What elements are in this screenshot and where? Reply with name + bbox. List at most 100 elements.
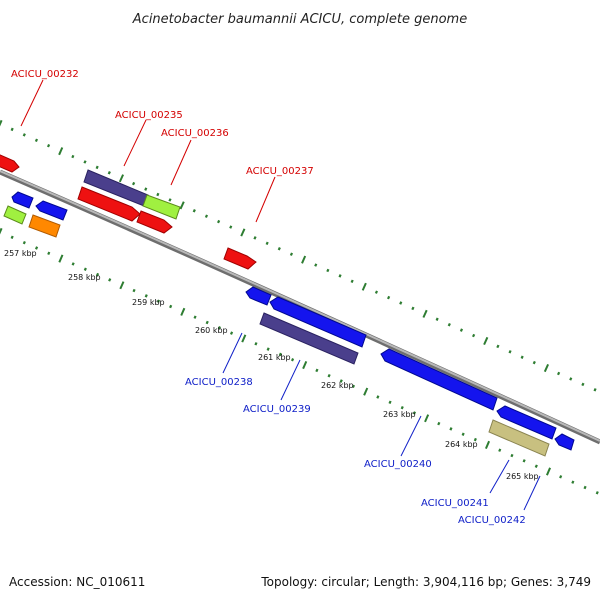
gene-feature-blue[interactable]: [35, 200, 68, 221]
major-tick: [301, 255, 307, 264]
minor-tick: [595, 491, 599, 495]
scale-label: 262 kbp: [321, 381, 354, 390]
minor-tick: [22, 240, 26, 245]
gene-feature-red[interactable]: [136, 210, 173, 234]
minor-tick: [156, 192, 160, 197]
genome-summary-text: Topology: circular; Length: 3,904,116 bp…: [260, 575, 591, 589]
gene-feature-red[interactable]: [77, 186, 141, 222]
minor-tick: [205, 320, 209, 325]
minor-tick: [350, 279, 354, 284]
forward-gene-labels: ACICU_00232 ACICU_00235 ACICU_00236 ACIC…: [11, 69, 314, 223]
minor-tick: [571, 480, 575, 484]
minor-tick: [46, 143, 51, 148]
scale-label: 260 kbp: [195, 326, 228, 335]
minor-tick: [266, 347, 270, 351]
minor-tick: [399, 301, 403, 305]
major-tick: [545, 467, 552, 476]
scale-label: 265 kbp: [506, 472, 539, 481]
minor-tick: [132, 181, 136, 186]
minor-tick: [217, 219, 221, 224]
minor-tick: [47, 251, 51, 256]
minor-tick: [289, 252, 294, 256]
gene-feature-red[interactable]: [223, 247, 257, 270]
gene-label-reverse[interactable]: ACICU_00242: [458, 515, 526, 526]
gene-label-reverse[interactable]: ACICU_00240: [364, 459, 432, 470]
gene-feature-khaki[interactable]: [488, 419, 550, 457]
minor-tick: [338, 274, 342, 278]
scale-label: 259 kbp: [132, 298, 165, 307]
gene-feature-purple[interactable]: [259, 312, 359, 365]
major-tick: [241, 334, 247, 343]
minor-tick: [144, 187, 148, 191]
gene-label-reverse[interactable]: ACICU_00238: [185, 377, 253, 388]
minor-tick: [107, 171, 111, 175]
gene-feature-blue[interactable]: [380, 348, 498, 411]
minor-tick: [569, 377, 573, 381]
minor-tick: [144, 294, 148, 298]
minor-tick: [169, 304, 173, 309]
minor-tick: [83, 267, 87, 271]
gene-feature-blue[interactable]: [11, 191, 34, 209]
minor-tick: [559, 475, 563, 479]
minor-tick: [387, 295, 391, 300]
major-tick: [119, 281, 125, 290]
major-tick: [58, 254, 64, 263]
forward-features: [0, 154, 257, 270]
gene-feature-orange[interactable]: [28, 214, 61, 238]
minor-tick: [71, 154, 75, 159]
scale-labels: 257 kbp 258 kbp 259 kbp 260 kbp 261 kbp …: [4, 249, 539, 481]
minor-tick: [108, 278, 112, 282]
gene-feature-blue[interactable]: [554, 433, 575, 451]
gene-feature-lime[interactable]: [3, 205, 27, 225]
gene-feature-blue[interactable]: [245, 286, 272, 306]
minor-tick: [508, 350, 512, 354]
gene-label-forward[interactable]: ACICU_00232: [11, 69, 79, 80]
gene-feature-lime[interactable]: [142, 194, 181, 220]
minor-tick: [411, 306, 415, 311]
minor-tick: [339, 379, 343, 383]
map-title: Acinetobacter baumannii ACICU, complete …: [132, 12, 467, 27]
gene-label-reverse[interactable]: ACICU_00239: [243, 404, 311, 415]
gene-feature-blue[interactable]: [496, 405, 557, 440]
major-tick: [363, 387, 369, 396]
gene-feature-blue[interactable]: [269, 296, 367, 348]
minor-tick: [400, 405, 404, 410]
minor-tick: [83, 160, 87, 164]
minor-tick: [326, 268, 330, 273]
minor-tick: [34, 246, 39, 250]
scale-label: 257 kbp: [4, 249, 37, 258]
minor-tick: [265, 241, 269, 246]
gene-label-forward[interactable]: ACICU_00236: [161, 128, 229, 139]
major-tick: [483, 336, 489, 346]
minor-tick: [388, 400, 392, 405]
major-tick: [118, 174, 125, 183]
minor-tick: [449, 427, 453, 431]
minor-tick: [277, 247, 281, 251]
major-tick: [240, 228, 246, 237]
major-tick: [58, 147, 64, 156]
outer-tick-track: [0, 119, 597, 392]
major-tick: [302, 360, 308, 370]
major-tick: [0, 227, 3, 235]
minor-tick: [437, 421, 441, 426]
minor-tick: [22, 133, 26, 137]
reverse-features: [3, 191, 575, 457]
minor-tick: [253, 236, 257, 240]
major-tick: [484, 440, 491, 449]
major-tick: [361, 282, 367, 291]
gene-label-forward[interactable]: ACICU_00235: [115, 110, 183, 121]
minor-tick: [34, 138, 39, 143]
reverse-gene-labels: ACICU_00238 ACICU_00239 ACICU_00240 ACIC…: [185, 332, 541, 526]
minor-tick: [278, 352, 282, 357]
gene-label-forward[interactable]: ACICU_00237: [246, 166, 314, 177]
minor-tick: [132, 288, 136, 293]
minor-tick: [290, 358, 295, 362]
gene-label-reverse[interactable]: ACICU_00241: [421, 498, 489, 509]
minor-tick: [95, 165, 99, 170]
minor-tick: [459, 328, 464, 332]
minor-tick: [583, 485, 587, 490]
minor-tick: [314, 263, 318, 267]
gene-feature-red[interactable]: [0, 154, 20, 173]
major-tick: [180, 307, 186, 316]
minor-tick: [472, 333, 476, 338]
